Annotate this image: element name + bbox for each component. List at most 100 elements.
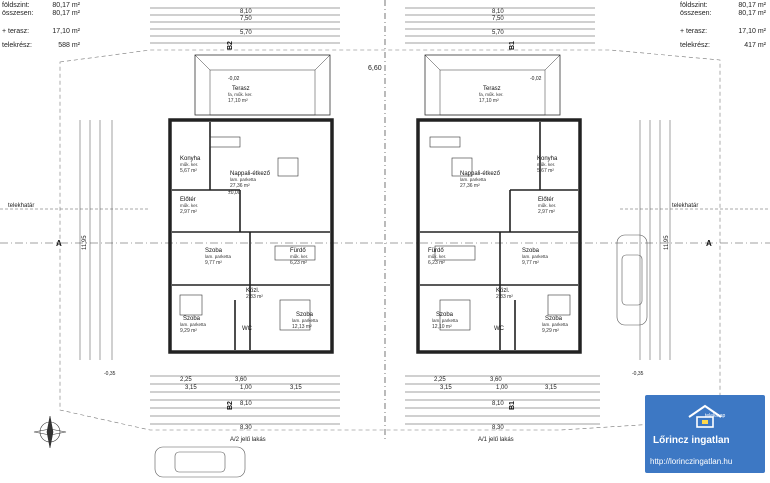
area-row: telekrész:417 m² [680, 42, 766, 49]
room-area: 6,23 m² [290, 260, 307, 266]
dimension-lines-bottom-right [405, 375, 600, 425]
room-name: Szoba [436, 312, 454, 318]
area-row: telekrész:588 m² [2, 42, 80, 49]
room-area: 2,83 m² [246, 294, 263, 300]
section-marker-a-right: A [706, 239, 712, 248]
area-summary-right: földszint:80,17 m² összesen:80,17 m² + t… [680, 2, 766, 50]
room-finish: lam. parketta [230, 177, 257, 182]
inner-walls-left [172, 122, 330, 350]
logo-text: telekmap [705, 413, 726, 419]
bathtub-right [434, 245, 476, 261]
unit-label-left: A/2 jelű lakás [230, 437, 266, 443]
room-area: 5,67 m² [537, 168, 554, 174]
gap-dimension: 6,60 [368, 65, 382, 72]
room-area: 9,29 m² [542, 328, 559, 334]
room-finish: lam. parketta [292, 318, 319, 323]
sofa-right [429, 136, 461, 148]
room-name: Nappali-étkező [230, 171, 271, 177]
room-area: 12,10 m² [432, 324, 452, 330]
terrace-outline-right [424, 54, 561, 116]
area-row: + terasz:17,10 m² [680, 28, 766, 35]
room-name: Nappali-étkező [460, 171, 501, 177]
room-name: Szoba [205, 248, 223, 254]
dim-bottom-3-right: 3,15 [440, 385, 452, 391]
area-summary-left: földszint:80,17 m² összesen:80,17 m² + t… [2, 2, 80, 50]
room-area: 5,67 m² [180, 168, 197, 174]
dim-bottom-5-left: 3,15 [290, 385, 302, 391]
room-finish: műk. ker. [180, 203, 198, 208]
bed-left [279, 299, 311, 331]
dim-top-inner-left: 7,50 [240, 16, 252, 22]
area-row: + terasz:17,10 m² [2, 28, 80, 35]
room-finish: lam. parketta [522, 254, 549, 259]
room-finish: műk. ker. [428, 254, 446, 259]
car-right [616, 234, 648, 326]
room-name: Szoba [183, 316, 201, 322]
outer-wall-right [416, 118, 582, 354]
dim-bottom-3-left: 3,15 [185, 385, 197, 391]
house-logo-icon [688, 404, 722, 428]
north-arrow-icon [33, 415, 67, 449]
dim-top-total-left: 8,10 [240, 9, 252, 15]
room-finish: fa, műk. ker. [479, 92, 504, 97]
dim-bottom-2-right: 3,60 [490, 377, 502, 383]
website-link[interactable]: http://lorinczingatlan.hu [650, 457, 733, 466]
dim-top-total-right: 8,10 [492, 9, 504, 15]
room-name: Terasz [232, 86, 250, 92]
dim-bottom-overall-left: 8,30 [240, 425, 252, 431]
room-area: 6,23 m² [428, 260, 445, 266]
dim-bottom-4-left: 1,00 [240, 385, 252, 391]
room-name: Szoba [296, 312, 314, 318]
room-name: Szoba [522, 248, 540, 254]
elevation-right: -0,02 [530, 76, 542, 82]
dimension-lines-top-left [150, 7, 340, 44]
room-name: Terasz [483, 86, 501, 92]
dim-bottom-1-left: 2,25 [180, 377, 192, 383]
room-name: Előtér [538, 197, 554, 203]
area-row: összesen:80,17 m² [2, 10, 80, 17]
area-row: földszint:80,17 m² [680, 2, 766, 9]
room-area: 17,10 m² [479, 98, 499, 104]
car-bottom [154, 446, 246, 478]
room-area: 2,97 m² [538, 209, 555, 215]
room-area: 27,36 m² [230, 183, 250, 189]
dimension-lines-side-left [79, 120, 113, 360]
room-finish: fa, műk. ker. [228, 92, 253, 97]
dim-bottom-2-left: 3,60 [235, 377, 247, 383]
dim-bottom-4-right: 1,00 [496, 385, 508, 391]
dimension-lines-top-right [405, 7, 595, 44]
room-finish: lam. parketta [180, 322, 207, 327]
dim-bottom-5-right: 3,15 [545, 385, 557, 391]
room-area: 12,13 m² [292, 324, 312, 330]
room-name: WC [242, 326, 253, 332]
dimension-lines-bottom-left [150, 375, 340, 425]
realtor-badge: telekmap Lőrincz ingatlan http://lorincz… [645, 395, 765, 473]
room-area: 27,36 m² [460, 183, 480, 189]
room-area: 17,10 m² [228, 98, 248, 104]
room-finish: műk. ker. [538, 203, 556, 208]
bathtub-left [274, 245, 316, 261]
dim-bottom-1-right: 2,25 [434, 377, 446, 383]
room-finish: műk. ker. [537, 162, 555, 167]
room-name: Előtér [180, 197, 196, 203]
boundary-label-left: telekhatár [8, 203, 34, 209]
bed-right-2 [547, 294, 571, 316]
area-row: földszint:80,17 m² [2, 2, 80, 9]
room-finish: műk. ker. [290, 254, 308, 259]
room-name: WC [494, 326, 505, 332]
room-finish: műk. ker. [180, 162, 198, 167]
room-finish: lam. parketta [205, 254, 232, 259]
unit-right: 8,10 7,50 5,70 Terasz fa, műk. ker. 17,1… [405, 7, 671, 443]
section-marker-b1-bottom: B1 [509, 401, 516, 410]
room-area: 9,77 m² [522, 260, 539, 266]
dim-side-total-left: 11,95 [82, 235, 88, 250]
room-name: Konyha [537, 156, 558, 162]
room-name: Közl. [496, 288, 510, 294]
room-area: 9,77 m² [205, 260, 222, 266]
room-area: 2,83 m² [496, 294, 513, 300]
section-marker-b2-bottom: B2 [227, 401, 234, 410]
unit-label-right: A/1 jelű lakás [478, 437, 514, 443]
sofa-left [209, 136, 241, 148]
brand-name: Lőrincz ingatlan [653, 435, 730, 446]
dim-bottom-total-left: 8,10 [240, 401, 252, 407]
